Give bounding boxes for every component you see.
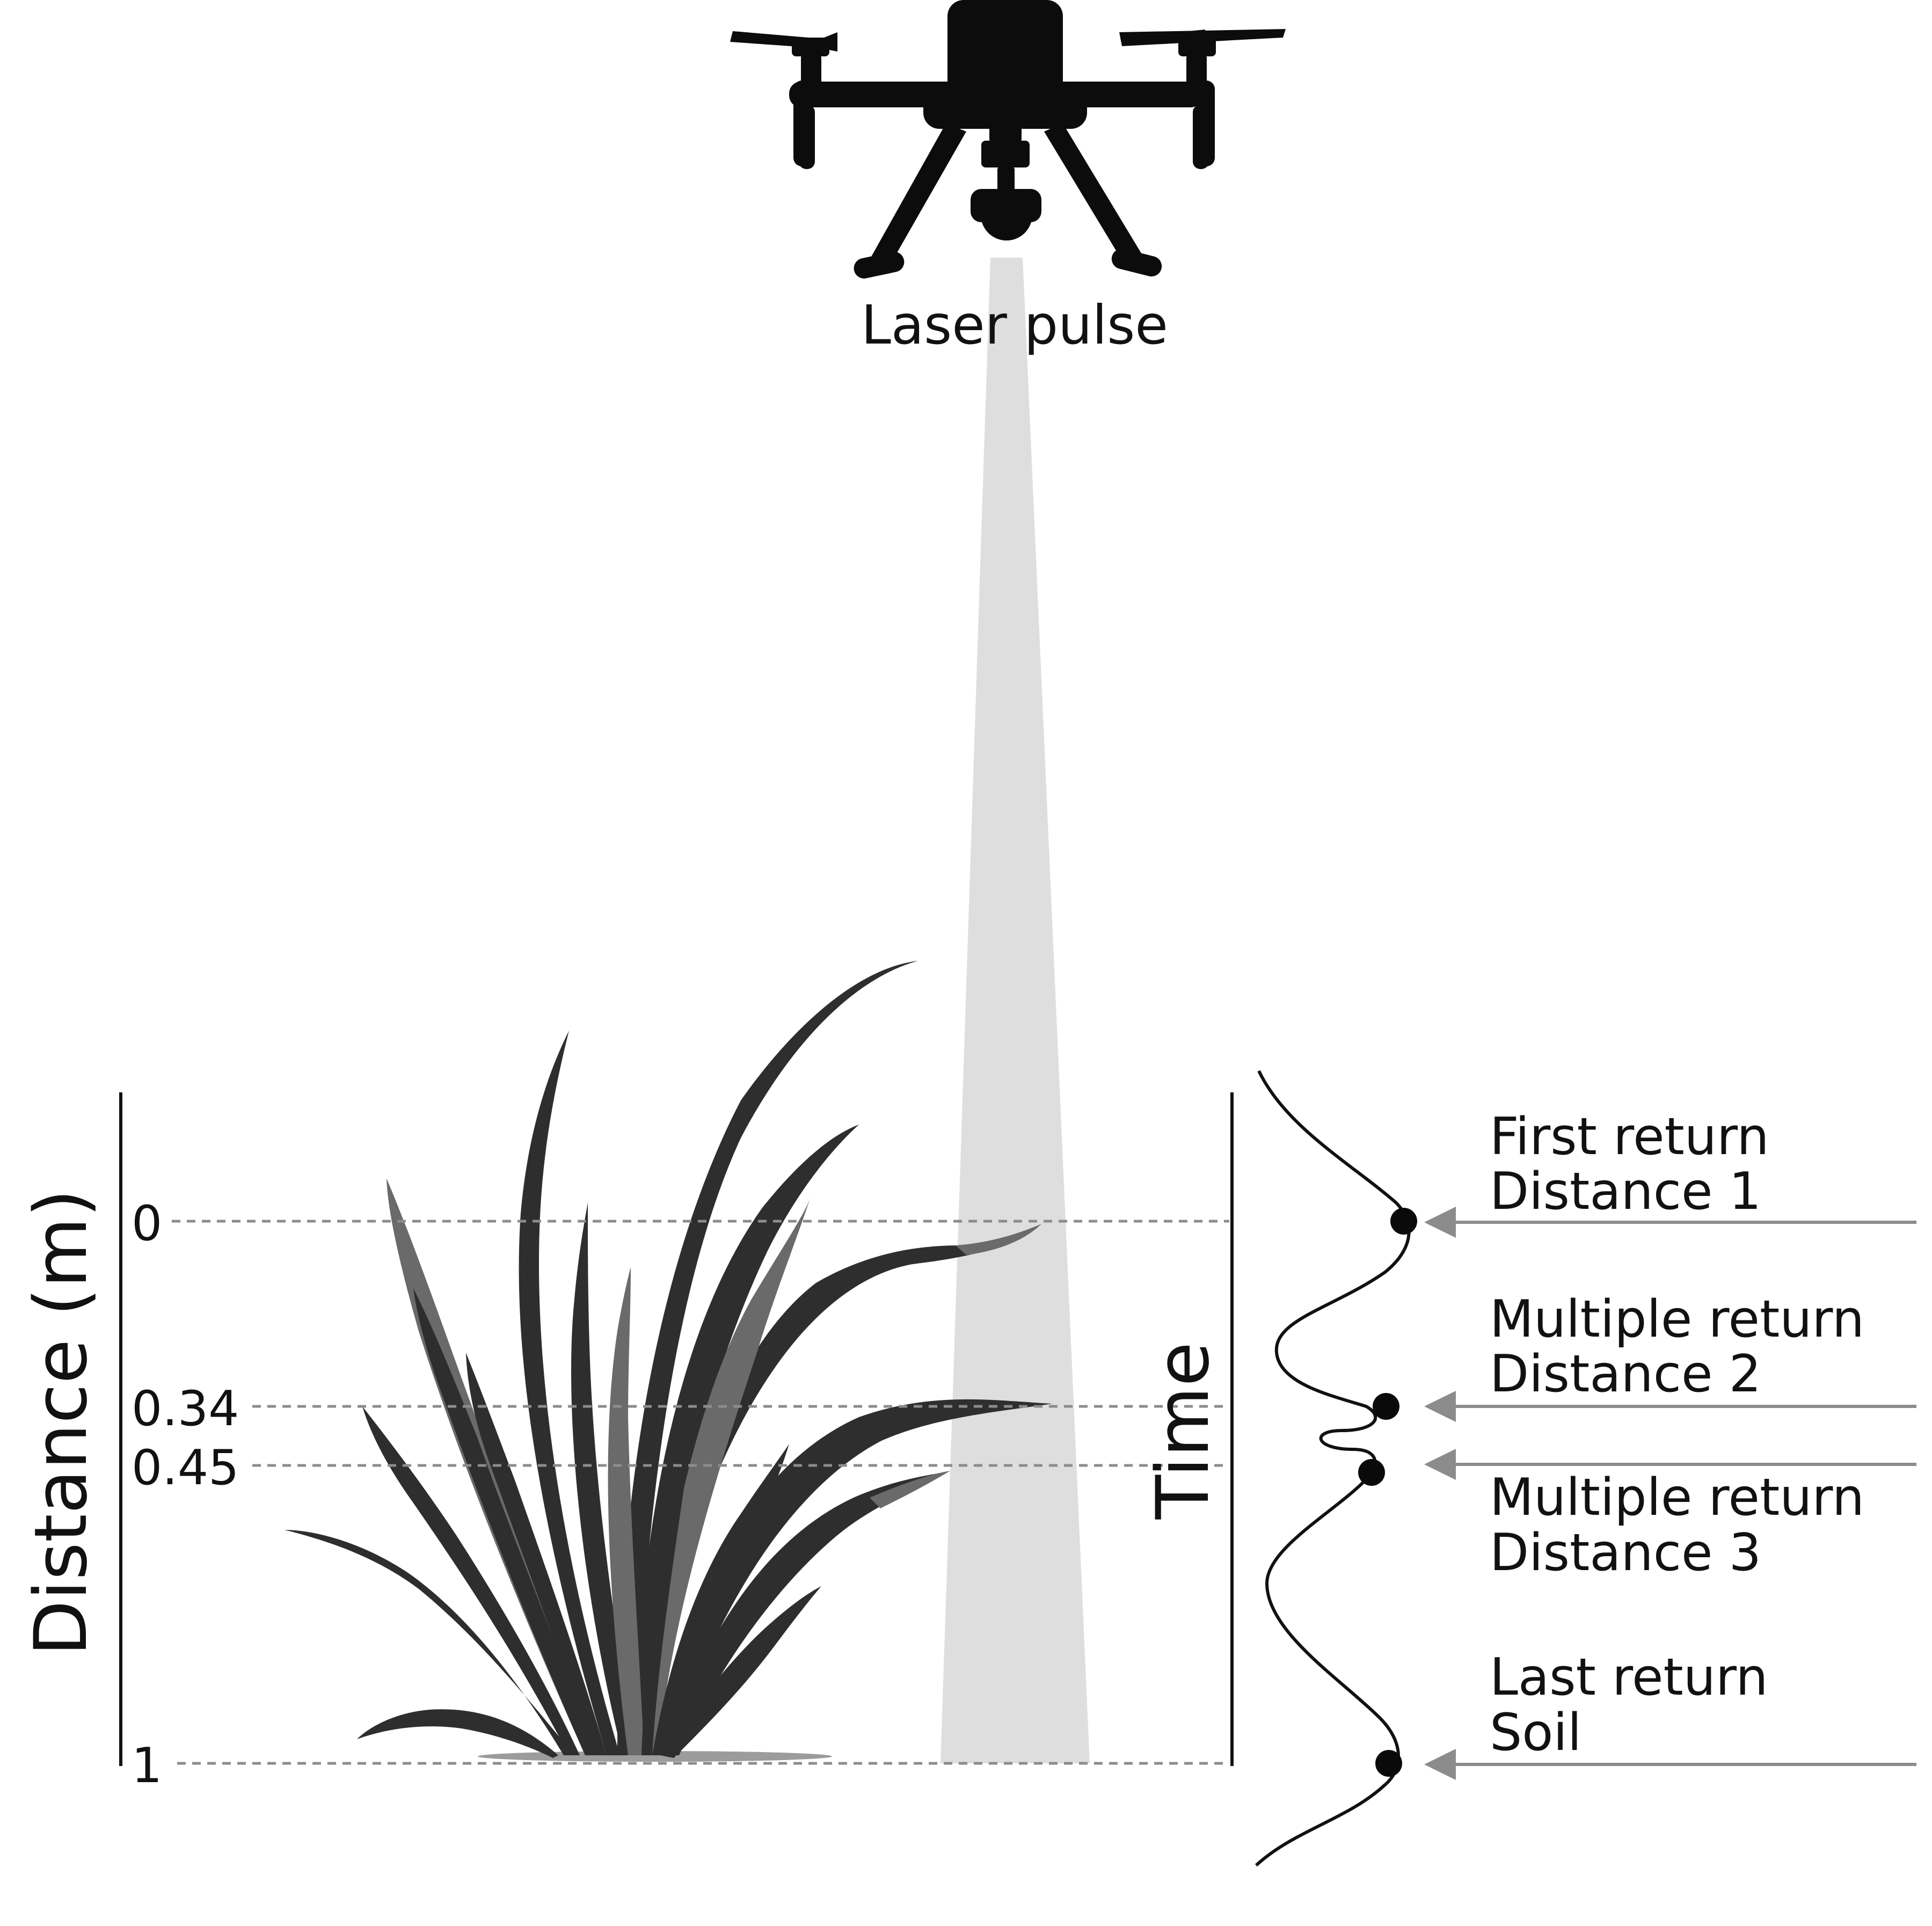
return-arrow-2	[1424, 1391, 1916, 1422]
return-3-title: Multiple return	[1490, 1468, 1864, 1527]
return-dot-1	[1390, 1208, 1417, 1235]
tick-label-0.45: 0.45	[132, 1440, 239, 1496]
distance-axis-title: Distance (m)	[19, 1189, 103, 1656]
return-2-subtitle: Distance 2	[1490, 1345, 1761, 1404]
return-arrow-3	[1424, 1449, 1916, 1480]
drone-icon	[730, 0, 1286, 279]
tick-label-0: 0	[132, 1195, 162, 1252]
tick-label-1: 1	[132, 1738, 162, 1794]
grass-plant-icon	[285, 961, 1052, 1762]
tick-label-0.34: 0.34	[132, 1381, 239, 1437]
return-waveform	[1255, 1070, 1411, 1867]
return-dot-4	[1375, 1750, 1402, 1777]
return-arrow-1	[1424, 1207, 1916, 1238]
return-4-title: Last return	[1490, 1648, 1768, 1707]
return-dot-2	[1373, 1393, 1399, 1420]
laser-pulse-label: Laser pulse	[861, 294, 1168, 356]
return-4-subtitle: Soil	[1490, 1703, 1581, 1762]
return-1-title: First return	[1490, 1107, 1769, 1166]
return-1-subtitle: Distance 1	[1490, 1162, 1761, 1221]
return-3-subtitle: Distance 3	[1490, 1523, 1761, 1582]
return-dot-3	[1358, 1459, 1385, 1486]
return-2-title: Multiple return	[1490, 1290, 1864, 1349]
return-arrow-4	[1424, 1749, 1916, 1780]
laser-beam	[941, 258, 1090, 1763]
time-axis-title: Time	[1141, 1342, 1225, 1520]
